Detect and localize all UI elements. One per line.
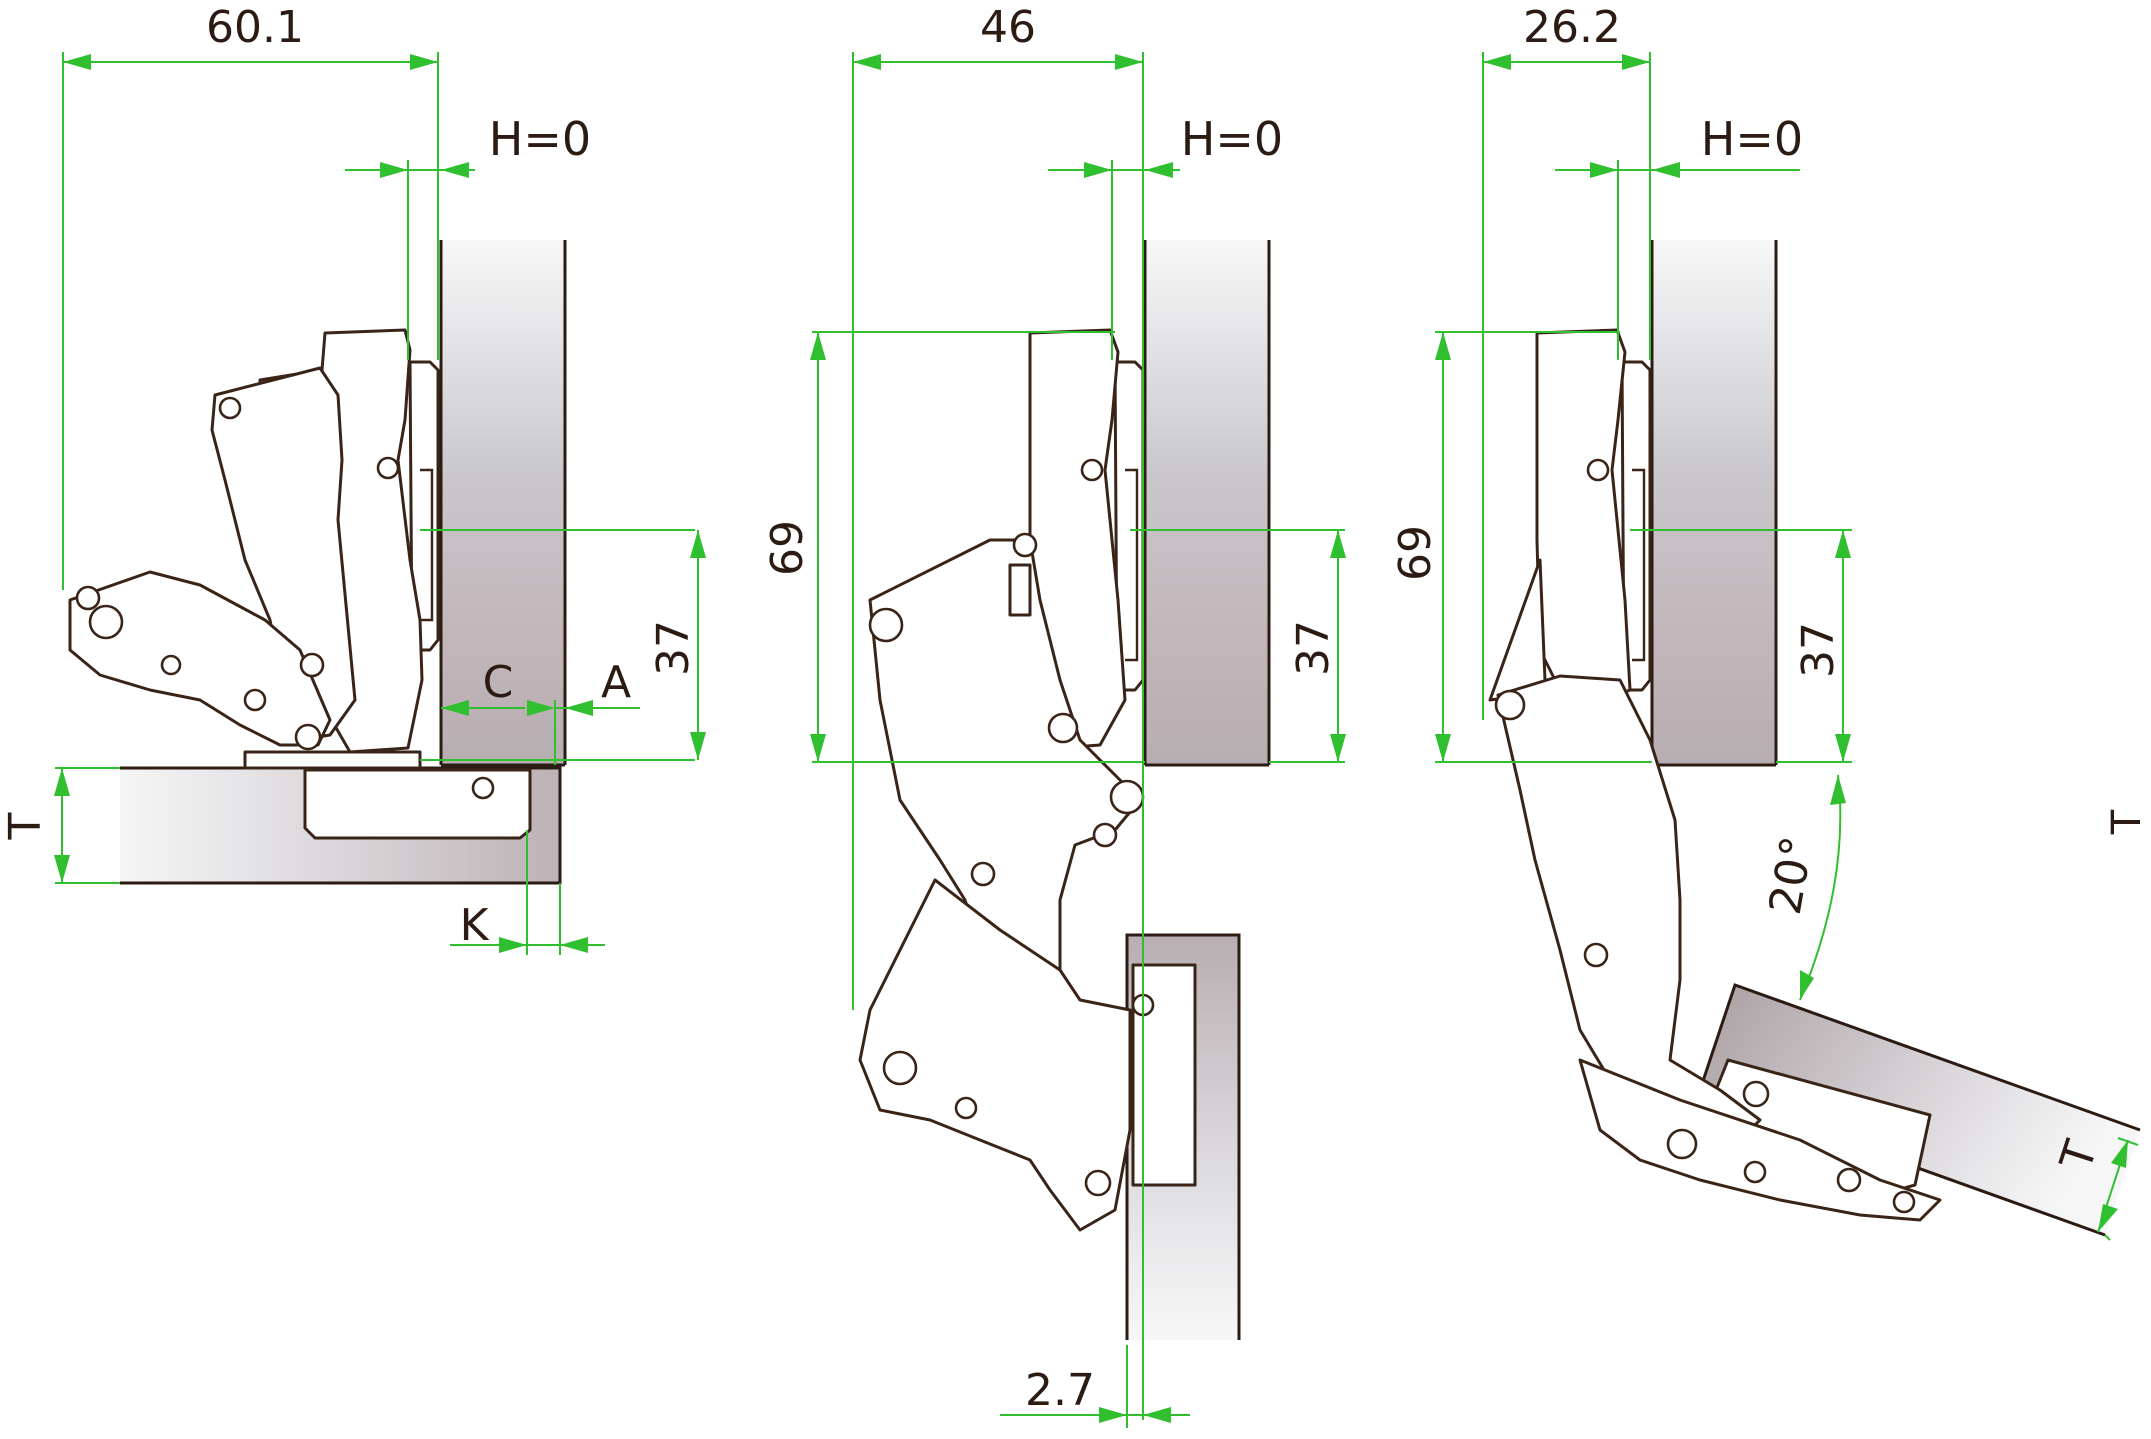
view-2-drill-label: 37 <box>1288 620 1339 676</box>
view-1-drill-label: 37 <box>648 620 699 676</box>
view-1-door <box>120 766 562 885</box>
view-1-dimensions <box>54 52 706 955</box>
view-3-side-panel <box>1650 240 1778 767</box>
view-2-gap-label: 2.7 <box>1025 1365 1095 1416</box>
view-3-width-label: 26.2 <box>1523 2 1621 53</box>
view-2-overlay-label: H=0 <box>1181 112 1283 166</box>
view-2-width-label: 46 <box>980 2 1036 53</box>
view-3-angle-label: 20° <box>1760 833 1824 919</box>
view-2-side-panel <box>1143 240 1271 767</box>
view-2-dimensions <box>810 52 1346 1428</box>
view-1-straight-arm: 60.1 H=0 C A 37 T K <box>0 2 706 955</box>
view-3-height-label: 69 <box>1390 525 1441 581</box>
view-3-overlay-label: H=0 <box>1701 112 1803 166</box>
view-1-width-label: 60.1 <box>206 2 304 53</box>
view-1-a-label: A <box>601 657 631 708</box>
view-3-edge-mark-label: T <box>2104 809 2150 835</box>
view-1-hinge-arm <box>68 328 495 800</box>
view-2-opening: 46 H=0 69 37 2.7 <box>762 2 1346 1428</box>
view-1-thickness-label: T <box>0 812 51 840</box>
view-1-c-label: C <box>483 657 514 708</box>
view-3-angled-door: 26.2 H=0 69 37 20° T T <box>1390 2 2150 1241</box>
view-1-k-label: K <box>460 900 490 951</box>
view-2-height-label: 69 <box>762 520 813 576</box>
view-1-side-panel <box>439 240 567 767</box>
view-3-hinge-body <box>1488 328 1942 1222</box>
view-3-drill-label: 37 <box>1793 622 1844 678</box>
view-3-dimensions <box>1435 52 2139 1241</box>
view-2-hinge-body <box>858 328 1155 1232</box>
view-1-overlay-label: H=0 <box>489 112 591 166</box>
